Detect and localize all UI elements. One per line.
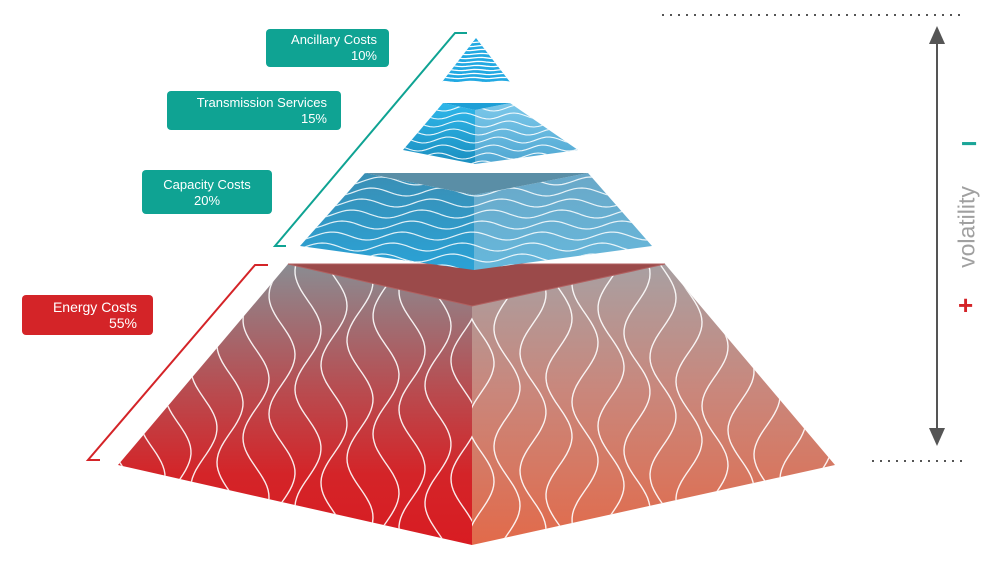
upper-tiers-bracket [272, 32, 467, 247]
energy-tier [118, 263, 835, 545]
transmission-services-label: Transmission Services 15% [167, 91, 341, 130]
capacity-costs-name: Capacity Costs [163, 177, 251, 192]
ancillary-costs-percent: 10% [350, 48, 377, 63]
energy-costs-name: Energy Costs [52, 299, 137, 315]
capacity-costs-label: Capacity Costs 20% [142, 170, 272, 214]
ancillary-costs-label: Ancillary Costs 10% [266, 29, 389, 67]
transmission-services-percent: 15% [300, 111, 327, 126]
capacity-costs-percent: 20% [193, 193, 221, 208]
ancillary-tier [442, 38, 510, 82]
volatility-label: volatility [953, 186, 980, 268]
volatility-arrow [929, 26, 945, 446]
energy-costs-percent: 55% [108, 315, 137, 331]
energy-costs-label: Energy Costs 55% [22, 295, 153, 335]
ancillary-costs-name: Ancillary Costs [291, 32, 377, 47]
transmission-services-name: Transmission Services [196, 95, 327, 110]
low-volatility-sign: − [961, 128, 978, 159]
energy-bracket [85, 264, 268, 461]
transmission-tier [403, 103, 578, 164]
high-volatility-sign: + [958, 290, 974, 320]
